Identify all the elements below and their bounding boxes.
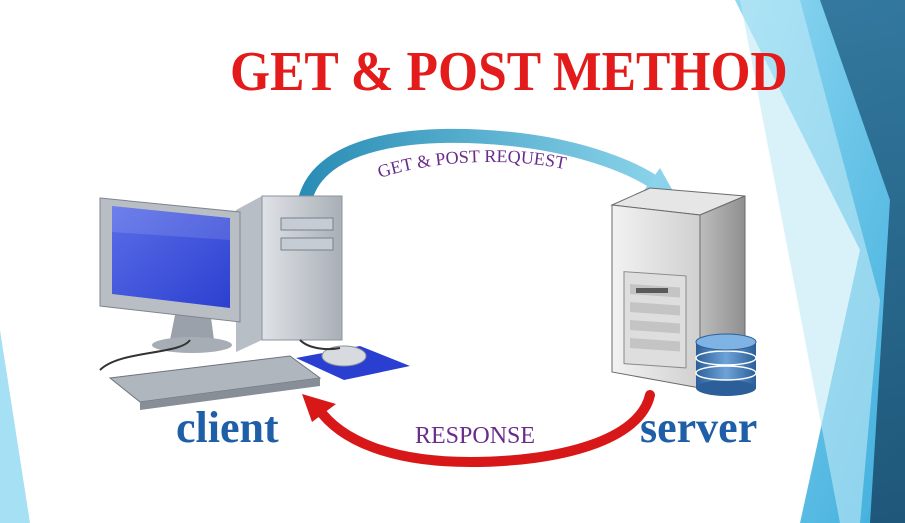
desktop-computer-icon — [99, 195, 410, 410]
server-label: server — [640, 403, 758, 452]
page-title: GET & POST METHOD — [230, 41, 788, 103]
request-arrow — [298, 128, 678, 207]
database-icon — [695, 333, 757, 396]
keyboard-icon — [108, 355, 322, 410]
request-label: GET & POST REQUEST — [375, 146, 568, 182]
response-label: RESPONSE — [415, 423, 536, 449]
response-arrow — [302, 390, 655, 468]
client-label: client — [176, 403, 279, 452]
mouse-icon — [296, 345, 410, 380]
